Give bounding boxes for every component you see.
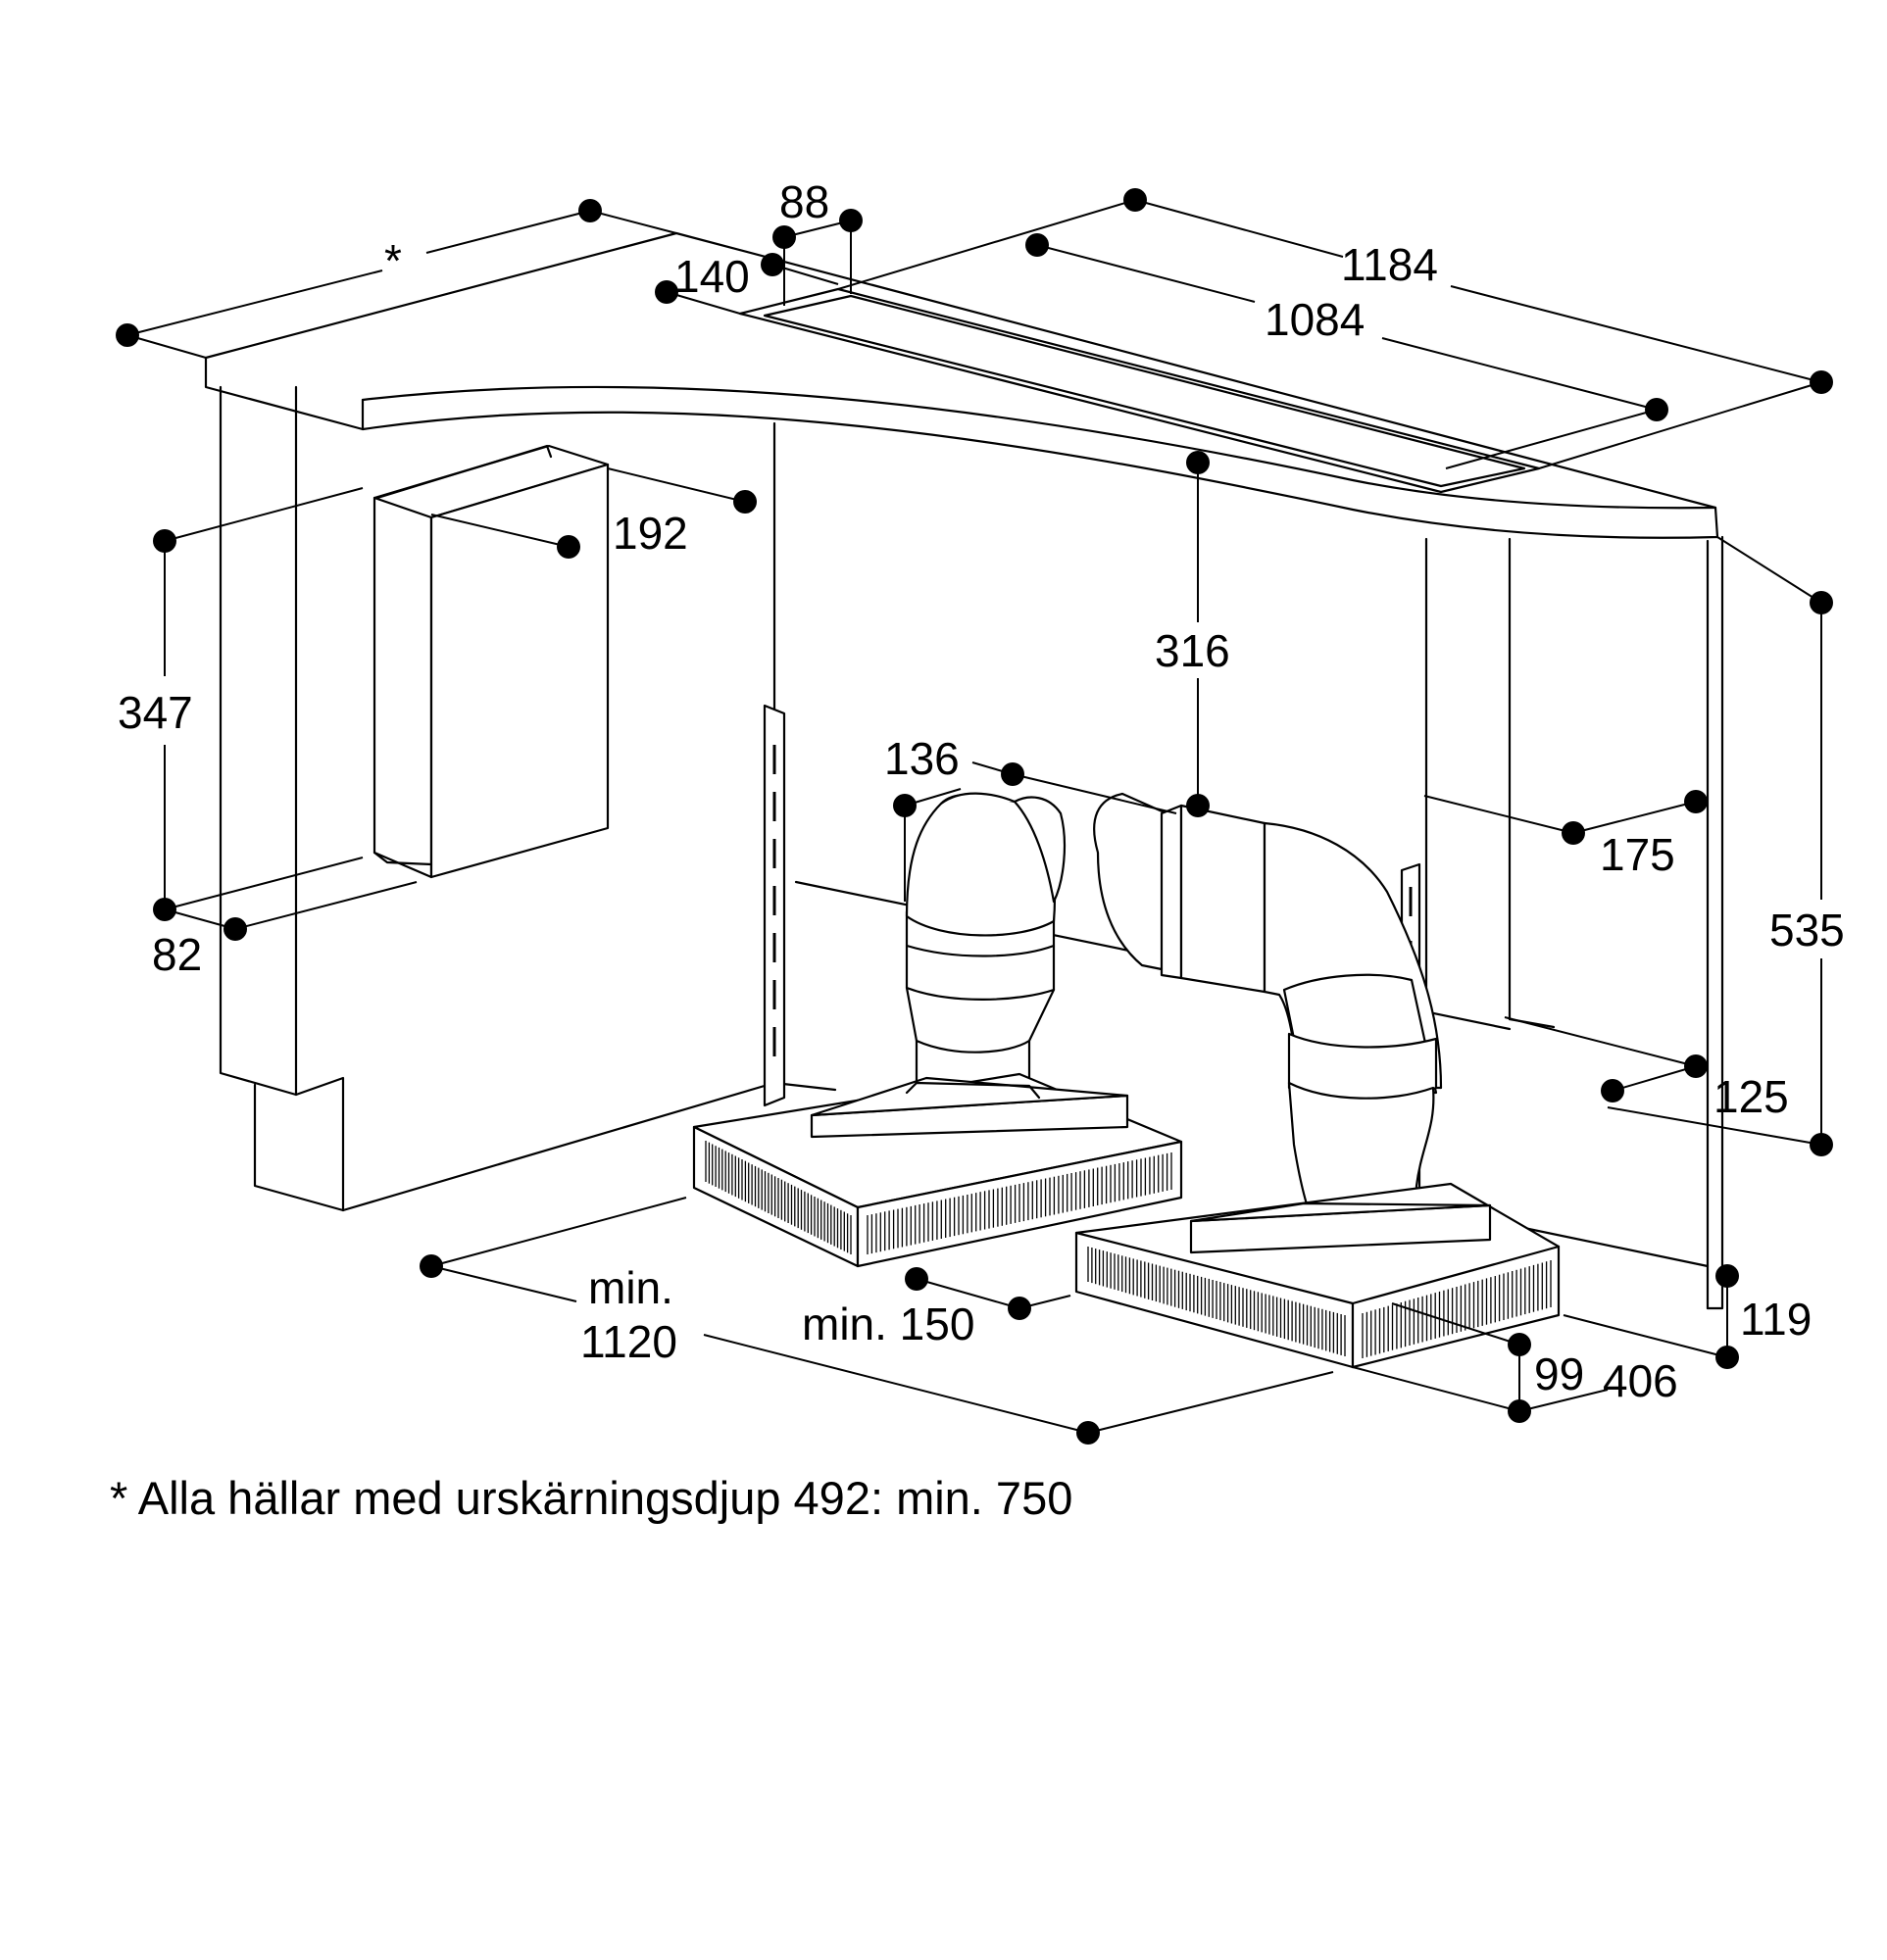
dim-140: 140 [674,251,750,302]
dim-136: 136 [884,733,960,784]
dim-min1120-line2: 1120 [580,1316,677,1367]
dim-125: 125 [1713,1071,1789,1122]
dimension-labels: * 88 140 1184 1084 192 347 82 316 136 17… [118,176,1845,1406]
dim-347: 347 [118,687,193,738]
dim-82: 82 [152,929,202,980]
dim-min150: min. 150 [802,1298,974,1349]
cabinet-left-side [219,385,345,1212]
filter-box-left [692,1072,1183,1268]
dim-star: * [384,235,402,286]
dimension-lines [126,199,1822,1434]
dim-192: 192 [613,508,688,559]
dim-316: 316 [1155,625,1230,676]
filter-box-right [1074,1182,1561,1369]
dim-1184: 1184 [1341,239,1438,290]
dim-119: 119 [1740,1294,1812,1345]
dim-99: 99 [1534,1348,1584,1399]
dimension-dots [116,188,1833,1445]
dim-406: 406 [1603,1355,1678,1406]
footnote: * Alla hällar med urskärningsdjup 492: m… [110,1472,1072,1524]
dim-min1120-line1: min. [588,1262,673,1313]
dim-88: 88 [779,176,829,227]
mounting-bracket-left [763,704,786,1107]
dim-1084: 1084 [1265,294,1365,345]
dim-175: 175 [1600,829,1675,880]
control-module [372,444,610,879]
dim-535: 535 [1769,905,1845,956]
duct-elbow-left [905,792,1067,1107]
cabinet-right-side [1517,535,1724,1310]
